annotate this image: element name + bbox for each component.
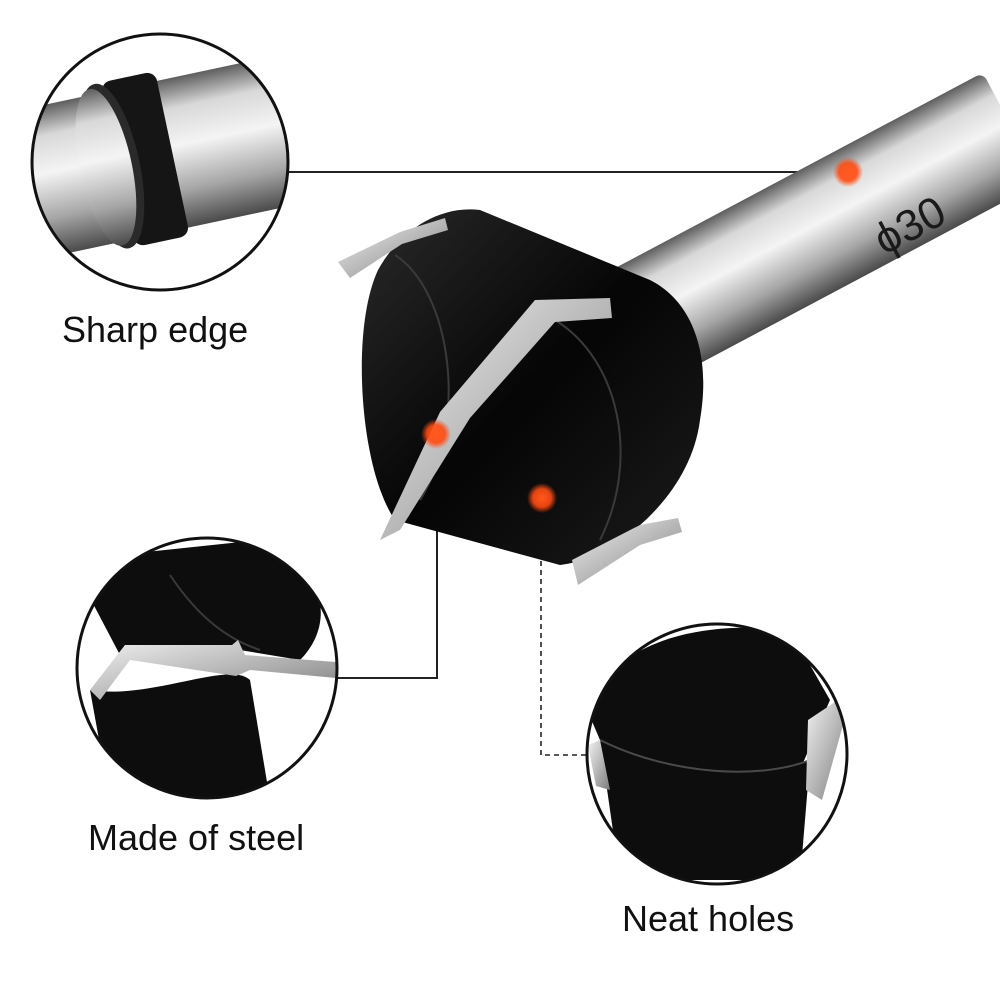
- blade-center: [380, 298, 612, 540]
- cutter-body: [361, 209, 704, 566]
- detail-circle-made-of-steel: [75, 536, 339, 800]
- marker-dots: [421, 157, 863, 513]
- caption-sharp-edge: Sharp edge: [62, 309, 249, 350]
- leader-line-neat-holes: [540, 498, 586, 756]
- marker-dot-neat-holes: [527, 483, 557, 513]
- caption-made-of-steel: Made of steel: [88, 817, 305, 858]
- blade-top: [338, 218, 448, 278]
- drill-bit: ϕ30: [338, 75, 1000, 585]
- marker-dot-made-of-steel: [421, 419, 451, 449]
- marker-dot-sharp-edge: [833, 157, 863, 187]
- caption-neat-holes: Neat holes: [622, 898, 795, 939]
- detail-circle-sharp-edge: [30, 32, 290, 292]
- detail-circle-neat-holes: [585, 622, 849, 886]
- blade-bottom: [572, 518, 682, 585]
